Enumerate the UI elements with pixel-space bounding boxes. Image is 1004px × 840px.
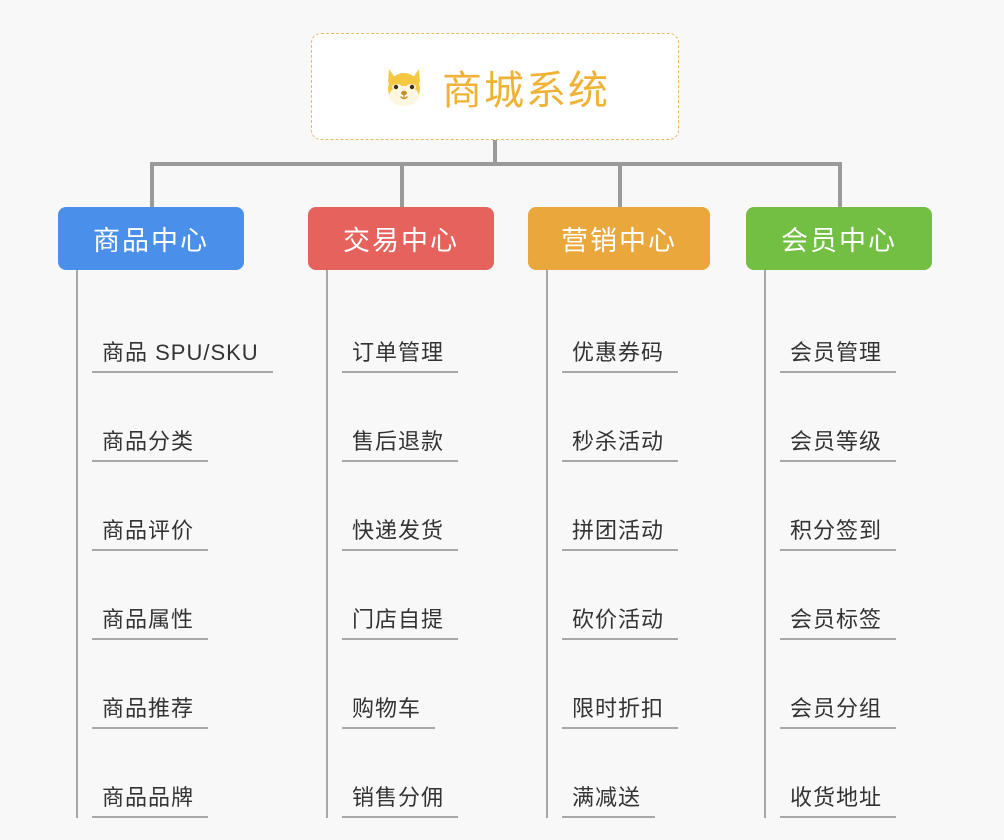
category-column-member-center: 会员中心会员管理会员等级积分签到会员标签会员分组收货地址	[746, 207, 932, 818]
leaf-list-marketing-center: 优惠券码秒杀活动拼团活动砍价活动限时折扣满减送	[546, 270, 710, 818]
leaf-item[interactable]: 砍价活动	[548, 551, 710, 640]
leaf-item[interactable]: 商品分类	[78, 373, 244, 462]
leaf-item-label: 会员标签	[780, 607, 897, 640]
leaf-item-label: 售后退款	[342, 429, 459, 462]
leaf-item[interactable]: 销售分佣	[328, 729, 494, 818]
leaf-item[interactable]: 积分签到	[766, 462, 932, 551]
leaf-item-label: 会员分组	[780, 696, 897, 729]
leaf-list-product-center: 商品 SPU/SKU 商品分类商品评价商品属性商品推荐商品品牌	[76, 270, 273, 818]
category-column-trade-center: 交易中心订单管理售后退款快递发货门店自提购物车销售分佣	[308, 207, 494, 818]
leaf-item[interactable]: 拼团活动	[548, 462, 710, 551]
connector-drop-1	[150, 162, 154, 208]
category-column-marketing-center: 营销中心优惠券码秒杀活动拼团活动砍价活动限时折扣满减送	[528, 207, 710, 818]
leaf-item-label: 商品品牌	[92, 785, 209, 818]
leaf-item-label: 限时折扣	[562, 696, 679, 729]
leaf-item[interactable]: 会员管理	[766, 284, 932, 373]
category-column-product-center: 商品中心商品 SPU/SKU 商品分类商品评价商品属性商品推荐商品品牌	[58, 207, 273, 818]
leaf-item-label: 销售分佣	[342, 785, 459, 818]
category-header-label: 商品中心	[93, 226, 209, 256]
leaf-item-label: 会员管理	[780, 340, 897, 373]
leaf-item-label: 收货地址	[780, 785, 897, 818]
leaf-item[interactable]: 订单管理	[328, 284, 494, 373]
leaf-item-label: 拼团活动	[562, 518, 679, 551]
leaf-item[interactable]: 商品 SPU/SKU	[78, 284, 273, 373]
leaf-item[interactable]: 商品评价	[78, 462, 244, 551]
category-header-product-center[interactable]: 商品中心	[58, 207, 244, 270]
leaf-item-label: 商品推荐	[92, 696, 209, 729]
connector-drop-3	[618, 162, 622, 208]
leaf-item-label: 购物车	[342, 696, 436, 729]
leaf-item-label: 积分签到	[780, 518, 897, 551]
category-header-label: 会员中心	[781, 226, 897, 256]
leaf-item[interactable]: 优惠券码	[548, 284, 710, 373]
leaf-item-label: 商品 SPU/SKU	[92, 340, 273, 373]
category-header-member-center[interactable]: 会员中心	[746, 207, 932, 270]
leaf-list-trade-center: 订单管理售后退款快递发货门店自提购物车销售分佣	[326, 270, 494, 818]
leaf-item[interactable]: 会员分组	[766, 640, 932, 729]
connector-root-stub	[493, 140, 497, 164]
leaf-list-member-center: 会员管理会员等级积分签到会员标签会员分组收货地址	[764, 270, 932, 818]
leaf-item-label: 商品评价	[92, 518, 209, 551]
leaf-item[interactable]: 收货地址	[766, 729, 932, 818]
leaf-item-label: 秒杀活动	[562, 429, 679, 462]
leaf-item-label: 优惠券码	[562, 340, 679, 373]
connector-horizontal-bus	[150, 162, 840, 166]
category-header-label: 营销中心	[561, 226, 677, 256]
leaf-item[interactable]: 商品推荐	[78, 640, 244, 729]
leaf-item[interactable]: 商品品牌	[78, 729, 244, 818]
leaf-item-label: 砍价活动	[562, 607, 679, 640]
leaf-item[interactable]: 快递发货	[328, 462, 494, 551]
leaf-item[interactable]: 会员标签	[766, 551, 932, 640]
leaf-item[interactable]: 秒杀活动	[548, 373, 710, 462]
leaf-item-label: 满减送	[562, 785, 656, 818]
category-header-label: 交易中心	[343, 226, 459, 256]
leaf-item-label: 会员等级	[780, 429, 897, 462]
leaf-item-label: 商品属性	[92, 607, 209, 640]
category-header-marketing-center[interactable]: 营销中心	[528, 207, 710, 270]
root-title: 商城系统	[442, 68, 610, 113]
shiba-dog-face-icon	[380, 63, 428, 111]
category-header-trade-center[interactable]: 交易中心	[308, 207, 494, 270]
leaf-item[interactable]: 会员等级	[766, 373, 932, 462]
leaf-item[interactable]: 商品属性	[78, 551, 244, 640]
connector-drop-4	[838, 162, 842, 208]
leaf-item-label: 商品分类	[92, 429, 209, 462]
leaf-item[interactable]: 满减送	[548, 729, 710, 818]
root-node[interactable]: 商城系统	[311, 33, 679, 140]
leaf-item[interactable]: 限时折扣	[548, 640, 710, 729]
leaf-item-label: 门店自提	[342, 607, 459, 640]
connector-drop-2	[400, 162, 404, 208]
leaf-item[interactable]: 购物车	[328, 640, 494, 729]
leaf-item[interactable]: 门店自提	[328, 551, 494, 640]
leaf-item[interactable]: 售后退款	[328, 373, 494, 462]
leaf-item-label: 订单管理	[342, 340, 459, 373]
leaf-item-label: 快递发货	[342, 518, 459, 551]
